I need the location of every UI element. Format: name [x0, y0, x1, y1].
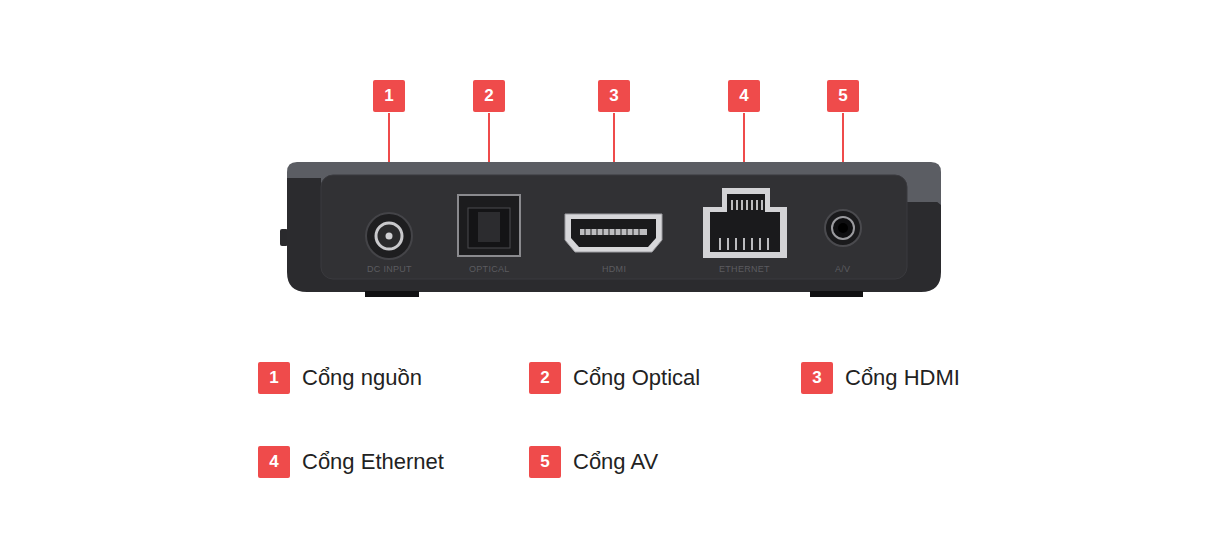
port-name: HDMI [602, 264, 626, 274]
callout-number: 5 [827, 80, 859, 112]
port-name: ETHERNET [719, 264, 770, 274]
key-number: 4 [258, 446, 290, 478]
callout-number: 3 [598, 80, 630, 112]
port-description: Cổng HDMI [845, 362, 960, 394]
port-description: Cổng nguồn [302, 362, 422, 394]
port-name: DC INPUT [367, 264, 412, 274]
key-number: 2 [529, 362, 561, 394]
key-number: 3 [801, 362, 833, 394]
port-name: OPTICAL [469, 264, 510, 274]
key-number: 5 [529, 446, 561, 478]
callout-number: 2 [473, 80, 505, 112]
port-description: Cổng Optical [573, 362, 700, 394]
port-name: A/V [835, 264, 850, 274]
port-description: Cổng Ethernet [302, 446, 444, 478]
callout-number: 4 [728, 80, 760, 112]
callout-number: 1 [373, 80, 405, 112]
key-number: 1 [258, 362, 290, 394]
port-description: Cổng AV [573, 446, 658, 478]
